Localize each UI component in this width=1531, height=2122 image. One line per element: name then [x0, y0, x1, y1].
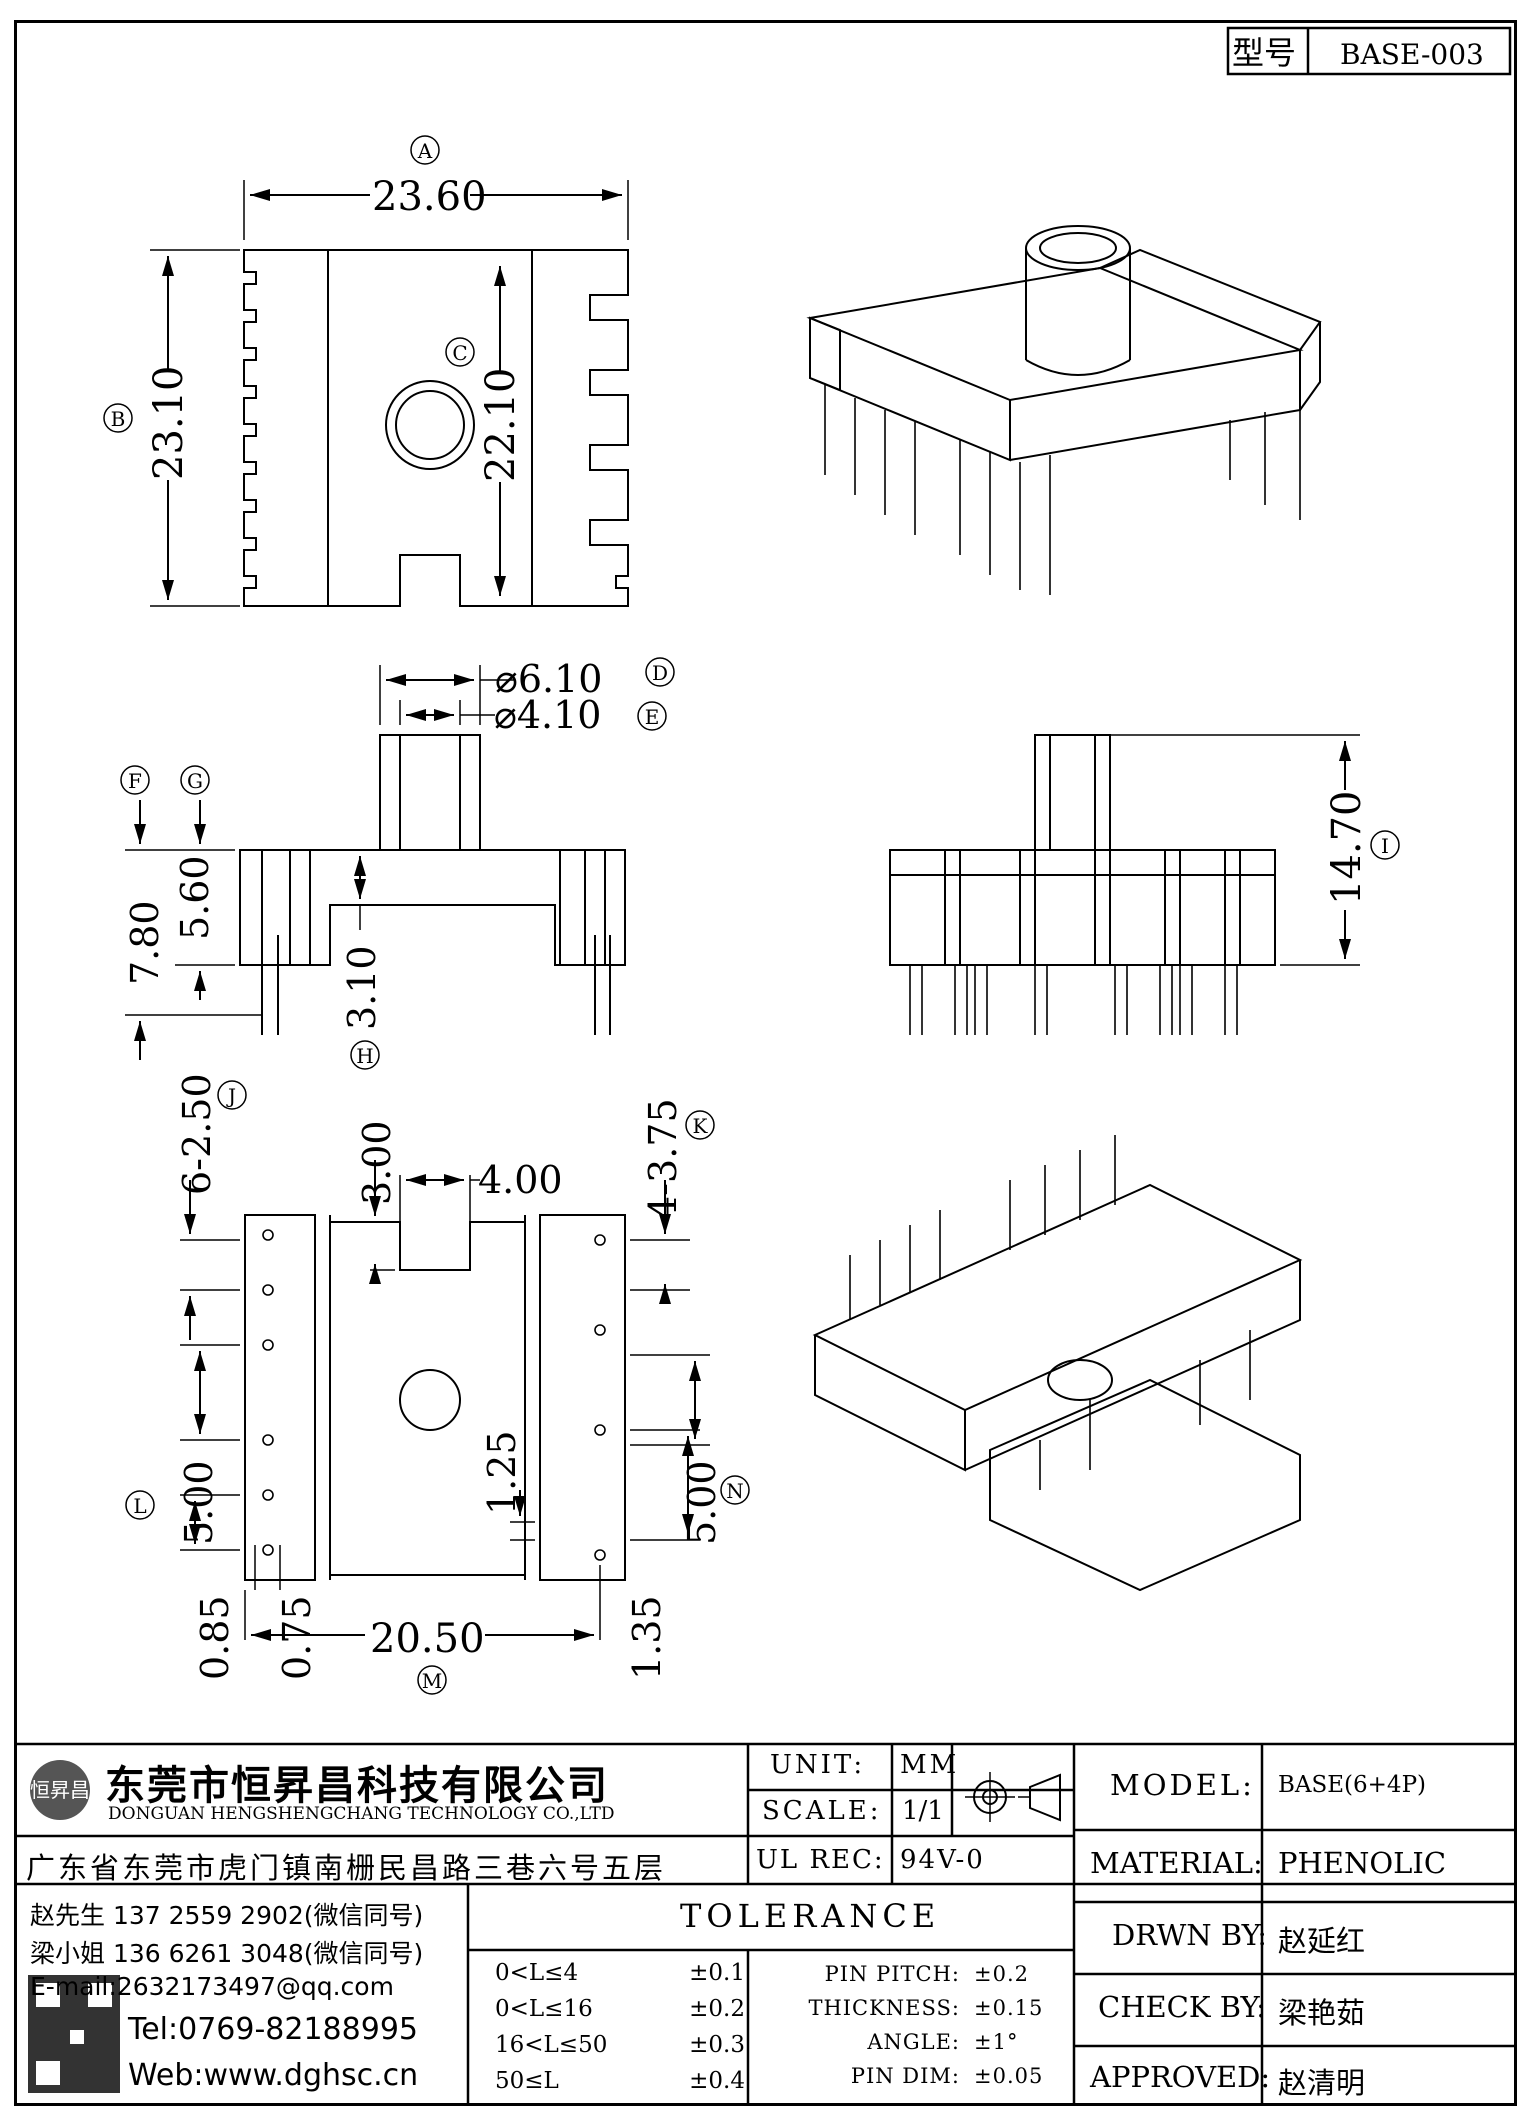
- contact-web: Web:www.dghsc.cn: [128, 2058, 419, 2093]
- side-view: 14.70 I: [889, 734, 1400, 1035]
- tolerance-extra-label: ANGLE:: [867, 2030, 960, 2054]
- tolerance-range: 16<L≤50: [495, 2032, 608, 2058]
- tolerance-extra-label: PIN PITCH:: [824, 1962, 960, 1986]
- tolerance-extra-value: ±0.15: [974, 1996, 1044, 2020]
- ulrec-value: 94V-0: [900, 1845, 985, 1875]
- contact-email: E-mail:2632173497@qq.com: [30, 1972, 394, 2001]
- title-block: 恒昇昌: [14, 1742, 1517, 2106]
- tolerance-row: 50≤L ±0.4: [495, 2068, 745, 2104]
- tolerance-row: 0<L≤16 ±0.2: [495, 1996, 745, 2032]
- ulrec-label: UL REC:: [756, 1845, 885, 1875]
- dim-G-value: 5.60: [173, 855, 217, 940]
- company-name-cn: 东莞市恒昇昌科技有限公司: [105, 1763, 609, 1809]
- info-model-value: BASE(6+4P): [1278, 1772, 1427, 1798]
- info-check-value: 梁艳茹: [1278, 1996, 1366, 2030]
- info-check-label: CHECK BY:: [1098, 1990, 1266, 2024]
- tolerance-value: ±0.2: [689, 1996, 745, 2022]
- tolerance-extra-row: THICKNESS: ±0.15: [760, 1996, 1065, 2030]
- bottom-view: 6-2.50 J 4-3.75 K 4.00 3.00 5.00 L 5.00: [125, 1073, 750, 1695]
- front-view: ⌀6.10 D ⌀4.10 E 7.80 F 5.60 G 3.10 H: [120, 657, 675, 1070]
- dim-L-circle: L: [133, 1494, 146, 1518]
- iso-view-bottom: [812, 1135, 1303, 1592]
- tolerance-extra-value: ±0.05: [974, 2064, 1044, 2088]
- dim-A-circle: A: [417, 139, 433, 163]
- dim-H-circle: H: [356, 1044, 373, 1068]
- dim-inner-height: 22.10: [478, 367, 524, 482]
- company-name-en: DONGUAN HENGSHENGCHANG TECHNOLOGY CO.,LT…: [108, 1804, 615, 1824]
- contact-line-2: 梁小姐 136 6261 3048(微信同号): [30, 1939, 424, 1968]
- tolerance-extras: PIN PITCH: ±0.2 THICKNESS: ±0.15 ANGLE: ±1°…: [760, 1962, 1065, 2098]
- tolerance-value: ±0.3: [689, 2032, 745, 2058]
- dim-K-circle: K: [693, 1114, 709, 1138]
- dim-L-value: 5.00: [177, 1460, 221, 1545]
- company-logo-text: 恒昇昌: [30, 1778, 90, 1802]
- scale-label: SCALE:: [762, 1796, 882, 1826]
- unit-label: UNIT:: [770, 1750, 866, 1780]
- tolerance-row: 16<L≤50 ±0.3: [495, 2032, 745, 2068]
- dim-slot-depth: 3.00: [355, 1120, 399, 1205]
- info-approved-value: 赵清明: [1278, 2066, 1366, 2100]
- dim-offset-125: 1.25: [480, 1430, 524, 1515]
- tolerance-extra-row: ANGLE: ±1°: [760, 2030, 1065, 2064]
- dim-C-circle: C: [452, 341, 467, 365]
- info-drwn-label: DRWN BY:: [1112, 1918, 1267, 1952]
- model-header-box: 型号 BASE-003: [1226, 26, 1512, 76]
- dim-G-circle: G: [187, 769, 203, 793]
- dim-F-value: 7.80: [123, 900, 167, 985]
- tolerance-range: 0<L≤4: [495, 1960, 579, 1986]
- tolerance-range: 0<L≤16: [495, 1996, 593, 2022]
- tolerance-extra-label: THICKNESS:: [808, 1996, 960, 2020]
- dim-M-value: 20.50: [370, 1616, 485, 1662]
- tolerance-extra-label: PIN DIM:: [850, 2064, 960, 2088]
- dim-D-circle: D: [652, 661, 668, 685]
- info-approved-label: APPROVED:: [1090, 2060, 1271, 2094]
- dim-E-value: ⌀4.10: [494, 693, 602, 737]
- dim-E-circle: E: [645, 705, 660, 729]
- dim-K-value: 4-3.75: [641, 1098, 685, 1220]
- unit-value: MM: [900, 1750, 960, 1780]
- tolerance-value: ±0.1: [689, 1960, 745, 1986]
- dim-B-value: 23.10: [146, 365, 192, 480]
- tolerance-table: 0<L≤4 ±0.1 0<L≤16 ±0.2 16<L≤50 ±0.3 50≤L ±0.…: [495, 1960, 745, 2104]
- dim-slot-width: 4.00: [478, 1158, 563, 1202]
- dim-I-circle: I: [1381, 834, 1389, 858]
- dim-N-value: 5.00: [680, 1460, 724, 1545]
- dim-N-circle: N: [726, 1479, 744, 1503]
- tolerance-extra-row: PIN PITCH: ±0.2: [760, 1962, 1065, 1996]
- tolerance-value: ±0.4: [689, 2068, 745, 2094]
- top-view: 23.60 A 23.10 B 22.10 C: [103, 135, 629, 607]
- dim-I-value: 14.70: [1324, 790, 1370, 905]
- info-model-label: MODEL:: [1110, 1768, 1255, 1802]
- tolerance-extra-value: ±0.2: [974, 1962, 1029, 1986]
- dim-H-value: 3.10: [340, 945, 384, 1030]
- company-address: 广东省东莞市虎门镇南栅民昌路三巷六号五层: [26, 1851, 667, 1885]
- dim-J-value: 6-2.50: [175, 1073, 219, 1195]
- tolerance-extra-value: ±1°: [974, 2030, 1019, 2054]
- dim-offset-075: 0.75: [275, 1595, 319, 1680]
- tolerance-range: 50≤L: [495, 2068, 559, 2094]
- tolerance-extra-row: PIN DIM: ±0.05: [760, 2064, 1065, 2098]
- dim-A-value: 23.60: [372, 174, 487, 220]
- dim-offset-135: 1.35: [625, 1595, 669, 1680]
- dim-J-circle: J: [226, 1084, 236, 1108]
- tolerance-title: TOLERANCE: [680, 1897, 941, 1935]
- drawing-frame: [14, 20, 1517, 2106]
- info-material-value: PHENOLIC: [1278, 1846, 1447, 1880]
- model-header-label: 型号: [1232, 34, 1296, 72]
- info-material-label: MATERIAL:: [1090, 1846, 1263, 1880]
- dim-M-circle: M: [422, 1669, 442, 1693]
- dim-offset-085: 0.85: [193, 1595, 237, 1680]
- dim-F-circle: F: [128, 769, 142, 793]
- tolerance-row: 0<L≤4 ±0.1: [495, 1960, 745, 1996]
- scale-value: 1/1: [902, 1796, 944, 1826]
- dim-B-circle: B: [111, 407, 126, 431]
- model-header-value: BASE-003: [1340, 38, 1484, 71]
- iso-view-top: [806, 225, 1322, 595]
- dim-D-value: ⌀6.10: [495, 657, 603, 701]
- contact-line-1: 赵先生 137 2559 2902(微信同号): [30, 1901, 424, 1930]
- contact-tel: Tel:0769-82188995: [128, 2012, 418, 2047]
- company-logo-icon: [30, 1760, 90, 1820]
- info-drwn-value: 赵延红: [1278, 1924, 1366, 1958]
